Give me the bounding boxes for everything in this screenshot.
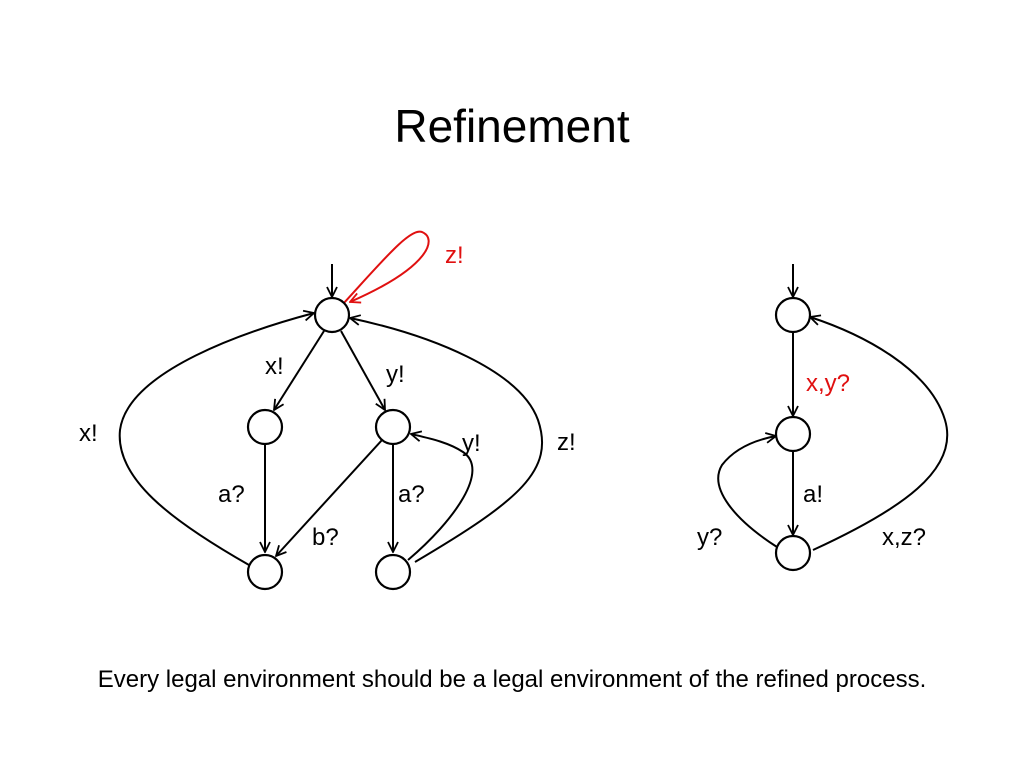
left-state-bottom-left [246, 553, 284, 591]
right-automaton: x,y? a! y? x,z? [697, 264, 949, 572]
edge-bottom-back-to-mid [717, 436, 777, 548]
slide-title: Refinement [394, 100, 630, 152]
label-right-down: a? [398, 481, 425, 508]
label-init-to-left: x! [265, 353, 284, 380]
label-outer-right: z! [557, 429, 576, 456]
label-top-to-mid: x,y? [806, 370, 850, 397]
edge-bottom-right-back [407, 434, 474, 561]
right-state-mid [774, 415, 812, 453]
right-state-bottom [774, 534, 812, 572]
label-bottom-right-back: y! [462, 430, 481, 457]
edge-bottom-back-to-top [810, 317, 949, 551]
label-mid-to-bottom: a! [803, 481, 823, 508]
left-self-loop-edge [342, 230, 430, 305]
edge-init-to-right [340, 330, 385, 410]
right-state-top [774, 296, 812, 334]
label-bottom-back-to-top: x,z? [882, 524, 926, 551]
label-self-loop: z! [445, 242, 464, 269]
label-left-down: a? [218, 481, 245, 508]
left-automaton: z! x! y! x! a? b? a? y! z! [79, 230, 576, 591]
left-state-bottom-right [374, 553, 412, 591]
slide-caption: Every legal environment should be a lega… [97, 666, 927, 693]
edge-outer-right-back [350, 318, 543, 563]
left-state-mid-right [374, 408, 412, 446]
edge-right-to-bottom-left [276, 439, 383, 556]
label-init-to-right: y! [386, 361, 405, 388]
label-outer-left: x! [79, 420, 98, 447]
left-state-mid-left [246, 408, 284, 446]
edge-outer-left-back [118, 313, 314, 566]
label-right-to-bottom-left: b? [312, 524, 339, 551]
label-bottom-back-to-mid: y? [697, 524, 722, 551]
left-state-initial [313, 296, 351, 334]
edge-init-to-left [274, 330, 325, 410]
